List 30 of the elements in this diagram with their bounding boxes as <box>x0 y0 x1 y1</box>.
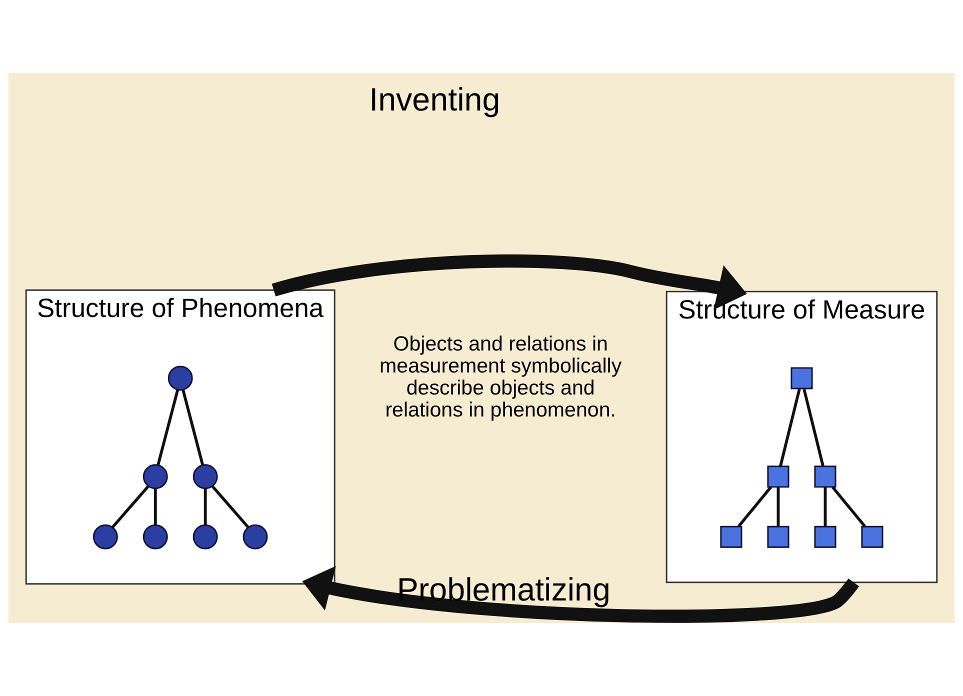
node-box <box>767 526 790 548</box>
connector <box>204 488 207 525</box>
connector <box>154 488 157 525</box>
node-box <box>814 466 836 488</box>
connector <box>111 486 150 528</box>
node-box <box>790 367 813 390</box>
node-circle <box>192 464 218 490</box>
node-circle <box>192 524 218 550</box>
edge-label: Inventing <box>369 82 500 118</box>
node-circle <box>242 524 268 550</box>
connector <box>824 487 827 526</box>
node-circle <box>168 366 193 391</box>
connector <box>738 486 772 528</box>
connector <box>212 486 250 528</box>
node-box <box>814 526 836 548</box>
node-circle <box>142 524 168 550</box>
node-box <box>720 526 742 548</box>
label: Objects and relations in measurement symbolically describe objects and relations in phenomenon. <box>380 332 622 422</box>
connector <box>802 388 824 467</box>
arrow <box>272 254 747 310</box>
node-circle <box>92 524 118 550</box>
connector <box>776 487 780 526</box>
connector <box>831 486 866 528</box>
connector <box>156 390 180 466</box>
node-circle <box>142 464 168 490</box>
connector <box>182 390 204 466</box>
node-box <box>861 526 884 548</box>
connector <box>779 388 801 467</box>
node-box <box>767 466 790 488</box>
cluster: Structure of Phenomena <box>25 289 336 585</box>
